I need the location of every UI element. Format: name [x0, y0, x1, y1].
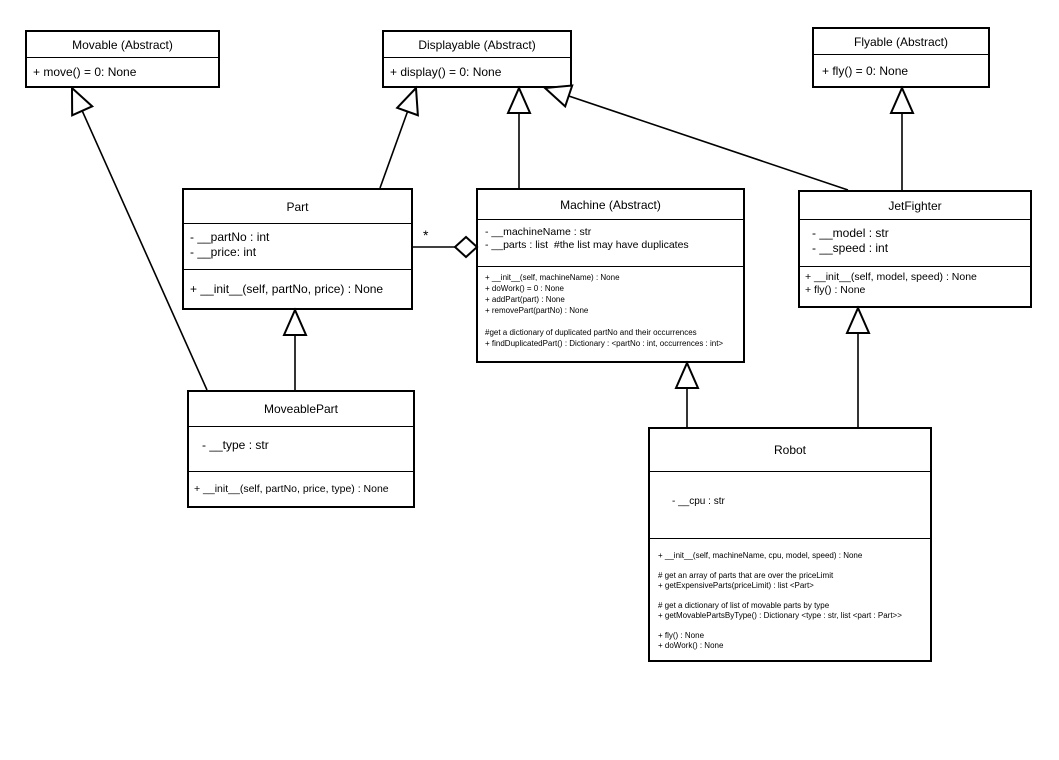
attributes-compartment-machine: - __machineName : str - __parts : list #… — [478, 220, 743, 267]
class-title-movable: Movable (Abstract) — [27, 32, 218, 58]
class-title-flyable: Flyable (Abstract) — [814, 29, 988, 55]
methods-compartment-robot: + __init__(self, machineName, cpu, model… — [658, 551, 902, 650]
inheritance-arrow-jetfighter-displayable — [542, 84, 849, 191]
class-box-robot: Robot - __cpu : str + __init__(self, mac… — [648, 427, 932, 662]
methods-compartment-displayable: + display() = 0: None — [390, 65, 502, 79]
methods-compartment-machine: + __init__(self, machineName) : None + d… — [485, 273, 724, 348]
class-box-machine: Machine (Abstract) - __machineName : str… — [476, 188, 745, 363]
class-box-flyable: Flyable (Abstract) + fly() = 0: None — [812, 27, 990, 88]
attributes-compartment-moveablepart: - __type : str — [189, 427, 413, 472]
class-box-jetfighter: JetFighter - __model : str - __speed : i… — [798, 190, 1032, 308]
class-box-moveablepart: MoveablePart - __type : str + __init__(s… — [187, 390, 415, 508]
methods-compartment-moveablepart: + __init__(self, partNo, price, type) : … — [194, 483, 389, 495]
class-box-movable: Movable (Abstract) + move() = 0: None — [25, 30, 220, 88]
attributes-compartment-jetfighter: - __model : str - __speed : int — [800, 220, 1030, 267]
inheritance-arrow-part-displayable — [379, 85, 419, 189]
class-box-displayable: Displayable (Abstract) + display() = 0: … — [382, 30, 572, 88]
attributes-compartment-robot: - __cpu : str — [650, 472, 930, 539]
multiplicity-label: * — [423, 227, 429, 243]
class-title-displayable: Displayable (Abstract) — [384, 32, 570, 58]
class-title-robot: Robot — [650, 429, 930, 472]
methods-compartment-jetfighter: + __init__(self, model, speed) : None + … — [805, 271, 977, 296]
class-title-machine: Machine (Abstract) — [478, 190, 743, 220]
class-title-moveablepart: MoveablePart — [189, 392, 413, 427]
methods-compartment-movable: + move() = 0: None — [33, 65, 137, 79]
methods-compartment-part: + __init__(self, partNo, price) : None — [190, 282, 384, 296]
class-title-part: Part — [184, 190, 411, 224]
class-title-jetfighter: JetFighter — [800, 192, 1030, 220]
methods-compartment-flyable: + fly() = 0: None — [822, 63, 909, 78]
attributes-compartment-part: - __partNo : int - __price: int — [184, 224, 411, 270]
class-box-part: Part - __partNo : int - __price: int + _… — [182, 188, 413, 310]
